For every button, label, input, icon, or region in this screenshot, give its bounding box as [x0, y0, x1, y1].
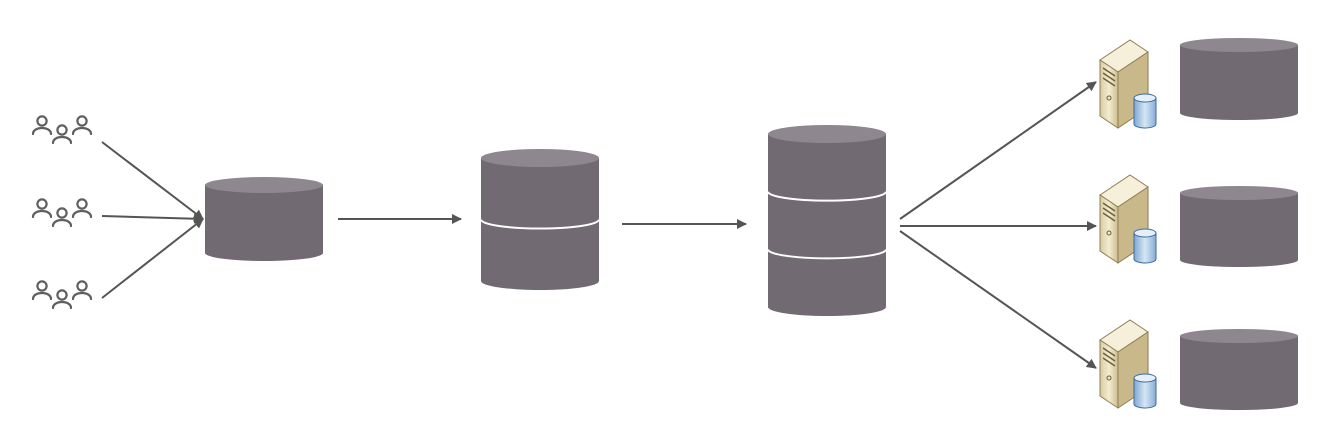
- flow-arrow: [899, 81, 1097, 220]
- database-icon: [1180, 38, 1298, 120]
- flow-arrow: [101, 141, 204, 220]
- database-icon: [767, 125, 887, 316]
- users-icon: [31, 280, 93, 310]
- users-icon: [31, 198, 93, 228]
- server-icon: [1099, 174, 1157, 264]
- flow-arrow: [101, 213, 204, 224]
- server-icon: [1099, 319, 1157, 409]
- flow-arrow: [899, 230, 1097, 369]
- database-icon: [1180, 329, 1298, 410]
- flow-arrow: [101, 218, 204, 299]
- edges-layer: [101, 81, 1097, 369]
- database-icon: [205, 177, 323, 261]
- server-icon: [1099, 39, 1157, 129]
- users-icon: [31, 115, 93, 145]
- database-icon: [480, 149, 600, 290]
- database-icon: [1180, 186, 1298, 267]
- nodes-layer: [31, 38, 1298, 410]
